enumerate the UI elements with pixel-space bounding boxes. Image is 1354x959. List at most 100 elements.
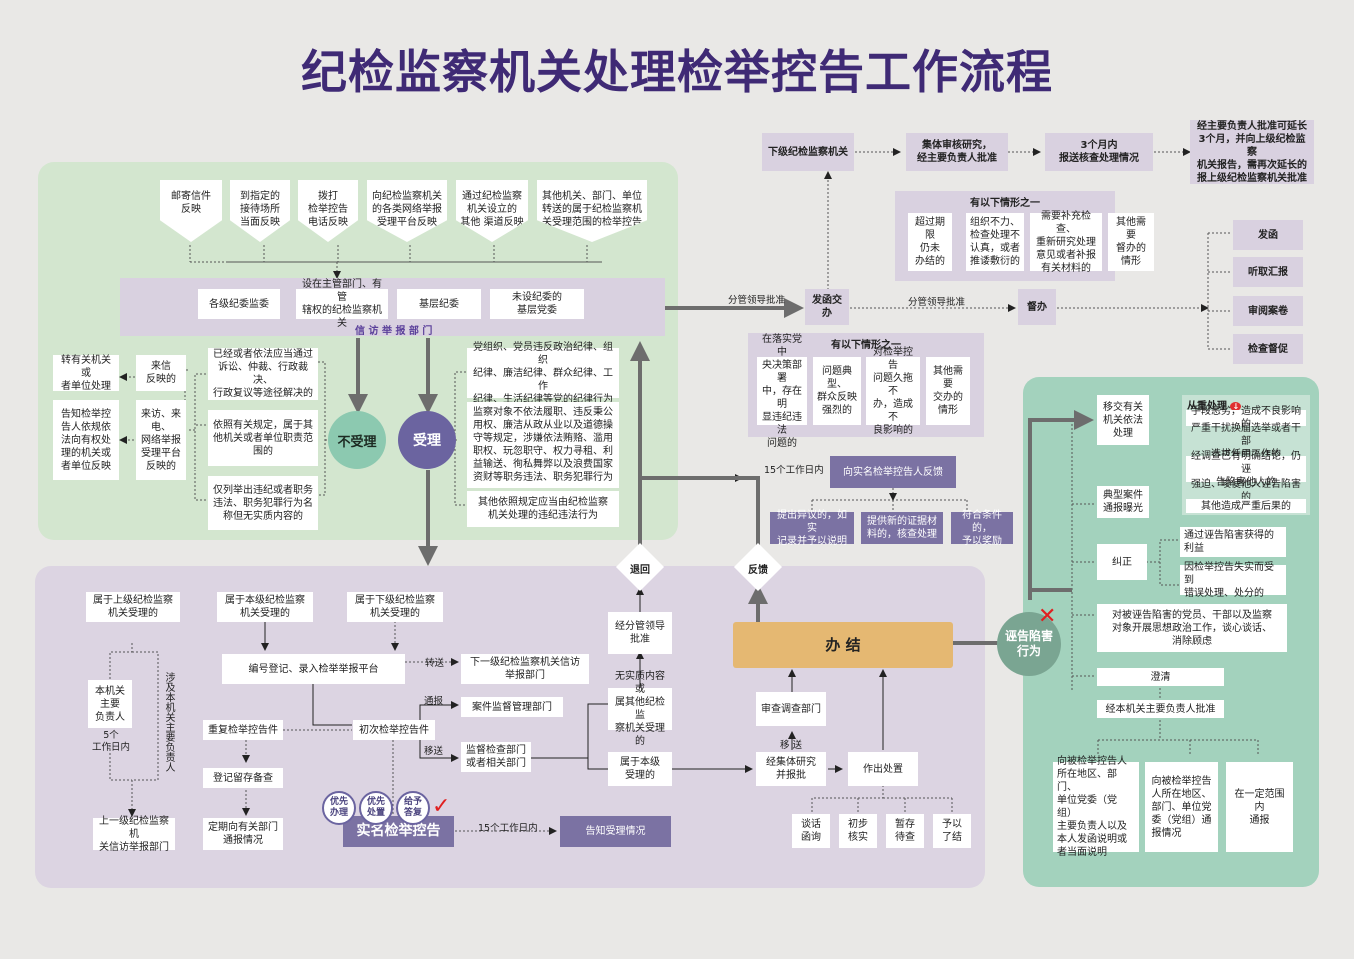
first-complaint: 初次检举控告件	[353, 720, 435, 740]
supervise-approve-label: 分管领导批准	[908, 297, 966, 308]
transfer2-label: 移 送	[780, 740, 803, 751]
repeat-complaint: 重复检举控告件	[203, 720, 283, 740]
realname-days-label: 15个工作日内	[478, 823, 538, 834]
lower-org: 下级纪检监察机关	[762, 133, 854, 171]
petition-dept-label: 信 访 举 报 部 门	[355, 326, 433, 337]
reject-outcome-transfer: 转有关机关或 者单位处理	[53, 355, 119, 392]
reject-reason-other-org: 依照有关规定，属于其 他机关或者单位职责范 围的	[208, 410, 318, 466]
finish-node: 办 结	[733, 622, 953, 668]
collective-study: 经集体研究 并报批	[756, 752, 826, 786]
supervise-method-letter: 发函	[1233, 220, 1303, 250]
level-lower: 属于下级纪检监察 机关受理的	[347, 592, 443, 622]
reject-reason-no-content: 仅列举出违纪或者职务 违法、职务犯罪行为名 称但无实质内容的	[208, 476, 318, 530]
unit-commission: 各级纪委监委	[198, 289, 280, 319]
clarify-way-public: 在一定范围内 通报	[1226, 762, 1293, 852]
self-head: 本机关 主要 负责人	[88, 680, 132, 728]
severe-item-4: 强迫、唆使他人诬告陷害的	[1191, 479, 1301, 503]
reject-source-letter: 来信 反映的	[136, 355, 186, 391]
lower-petition-dept: 下一级纪检监察机关信访 举报部门	[461, 654, 589, 684]
dispose-option-talk: 谈话 函询	[792, 814, 830, 848]
supervision-dept: 监督检查部门 或者相关部门	[461, 742, 531, 772]
channel-visit: 到指定的 接待场所 当面反映	[230, 180, 290, 242]
feedback-objection: 提出异议的，如实 记录并予以说明	[770, 510, 854, 547]
feedback-days-label: 15个工作日内	[764, 465, 824, 476]
dispose-option-hold: 暂存 待查	[886, 814, 924, 848]
supervise-condition-2: 组织不力、 检查处理不 认真，或者 推诿敷衍的	[966, 213, 1024, 271]
severe-item-1: 手段恶劣，造成不良影响的	[1186, 406, 1306, 430]
assign-node: 发函交办	[805, 289, 849, 325]
realname-node: 实名检举控告	[343, 816, 454, 847]
return-label: 退回	[630, 565, 650, 576]
register-platform: 编号登记、录入检举举报平台	[222, 654, 405, 684]
dispose-box: 作出处置	[848, 752, 918, 786]
assign-step-extend: 经主要负责人批准可延长 3个月，并向上级纪检监察 机关报告，需再次延长的 报上级…	[1190, 120, 1314, 184]
five-days-label: 5个 工作日内	[92, 730, 131, 753]
unit-party: 未设纪委的 基层党委	[490, 289, 584, 319]
correct-item-wrong: 因检举控告失实而受到 错误处理、处分的	[1180, 562, 1286, 599]
archive: 登记留存备查	[203, 768, 283, 788]
slander-transfer: 移交有关 机关依法 处理	[1097, 395, 1149, 445]
reject-outcome-inform: 告知检举控 告人依规依 法向有权处 理的机关或 者单位反映	[53, 400, 119, 480]
slander-clarify: 澄清	[1097, 668, 1224, 686]
badge-priority-dispose: 优先 处置	[359, 791, 393, 825]
assign-step-review: 集体审核研究， 经主要负责人批准	[906, 133, 1008, 171]
feedback-label: 反馈	[748, 565, 768, 576]
assign-step-report: 3个月内 报送核查处理情况	[1045, 133, 1153, 171]
leader-approve-box: 经分管领导 批准	[608, 612, 672, 654]
clarify-approve: 经本机关主要负责人批准	[1097, 700, 1224, 718]
accept-node: 受理	[398, 411, 456, 469]
periodic-notify: 定期向有关部门 通报情况	[203, 818, 283, 850]
down-arrow-icon: ↓	[1230, 402, 1242, 411]
assign-condition-4: 其他需要 交办的 情形	[926, 357, 970, 425]
case-supervision-dept: 案件监督管理部门	[461, 697, 563, 717]
feedback-reward: 符合条件的， 予以奖励	[951, 510, 1013, 547]
accept-scope-party: 党组织、党员违反政治纪律、组织 纪律、廉洁纪律、群众纪律、工作 纪律、生活纪律等…	[467, 342, 619, 405]
severe-item-5: 其他造成严重后果的	[1186, 499, 1306, 513]
supervise-method-inspect: 检查督促	[1233, 334, 1303, 364]
unit-grassroots: 基层纪委	[397, 289, 481, 319]
upper-petition-dept: 上一级纪检监察机 关信访举报部门	[93, 816, 175, 853]
level-upper: 属于上级纪检监察 机关受理的	[86, 592, 180, 622]
slander-correct: 纠正	[1097, 544, 1147, 580]
feedback-node: 向实名检举控告人反馈	[830, 456, 956, 488]
slander-node: 诬告陷害 行为	[997, 612, 1061, 676]
involves-head-label: 涉及本机关主要负责人	[163, 672, 174, 772]
supervise-method-report: 听取汇报	[1233, 257, 1303, 287]
supervise-condition-4: 其他需要 督办的 情形	[1108, 213, 1154, 271]
clarify-way-notify: 向被检举控告 人所在地区、 部门、单位党 委（党组）通 报情况	[1145, 762, 1218, 852]
assign-condition-3: 对检举控告 问题久拖不 办，造成不 良影响的	[866, 347, 920, 436]
transfer-label: 移送	[424, 746, 444, 757]
accept-scope-supervision: 监察对象不依法履职、违反秉公 用权、廉洁从政从业以及道德操 守等规定，涉嫌依法贿…	[467, 402, 619, 488]
supervise-method-review: 审阅案卷	[1233, 296, 1303, 326]
assign-condition-2: 问题典型、 群众反映 强烈的	[813, 357, 861, 425]
cross-icon: ✕	[1038, 604, 1057, 629]
badge-reply: 给予 答复	[396, 791, 430, 825]
severe-title: 从重处理 ↓	[1187, 397, 1242, 412]
page-title: 纪检监察机关处理检举控告工作流程	[301, 45, 1053, 99]
feedback-new-evidence: 提供新的证据材 料的，核查处理	[861, 512, 943, 544]
unit-dept: 设在主管部门、有管 辖权的纪检监察机关	[296, 279, 388, 329]
assign-approve-label: 分管领导批准	[728, 295, 786, 306]
accept-scope-other: 其他依照规定应当由纪检监察 机关处理的违纪违法行为	[467, 491, 619, 527]
assign-conditions-title: 有以下情形之一	[831, 340, 901, 351]
notice-node: 告知受理情况	[560, 816, 671, 847]
severe-title-text: 从重处理	[1187, 401, 1227, 412]
forward-label: 转送	[425, 658, 445, 669]
badge-priority-handle: 优先 办理	[322, 791, 356, 825]
this-level-box: 属于本级 受理的	[608, 752, 672, 786]
correct-item-benefit: 通过诬告陷害获得的 利益	[1180, 527, 1286, 557]
investigation-dept: 审查调查部门	[756, 692, 826, 726]
supervise-condition-3: 需要补充检查、 重新研究处理 意见或者补报 有关材料的	[1030, 211, 1102, 274]
notify-label: 通报	[424, 696, 444, 707]
checkmark-icon: ✓	[432, 794, 451, 819]
slander-expose: 典型案件 通报曝光	[1097, 486, 1149, 518]
supervise-node: 督办	[1018, 289, 1056, 325]
slander-education: 对被诬告陷害的党员、干部以及监察 对象开展思想政治工作，谈心谈话、 消除顾虑	[1097, 604, 1287, 652]
dispose-option-verify: 初步 核实	[839, 814, 877, 848]
reject-source-visit: 来访、来电、 网络举报 受理平台 反映的	[136, 400, 186, 480]
dispose-option-close: 予以 了结	[933, 814, 971, 848]
supervise-conditions-title: 有以下情形之一	[970, 198, 1040, 209]
supervise-condition-1: 超过期限 仍未 办结的	[908, 213, 952, 271]
reject-node: 不受理	[328, 411, 386, 469]
